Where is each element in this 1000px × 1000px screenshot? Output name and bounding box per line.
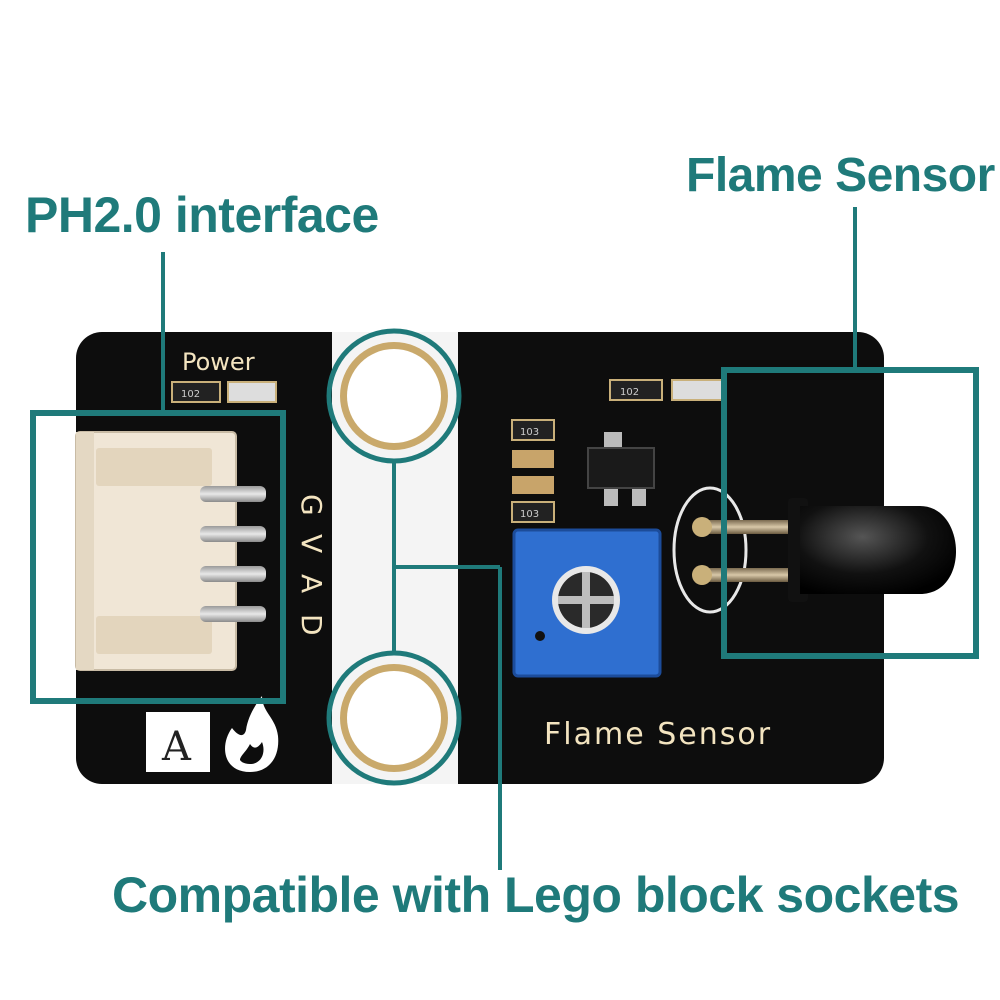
power-resistor: 102 [171,381,221,403]
pcb-board [76,332,884,784]
pin-label-v: V [295,534,328,553]
power-silkscreen: Power [182,348,255,376]
svg-text:103: 103 [520,509,539,520]
power-led [227,381,277,403]
svg-text:102: 102 [181,389,200,400]
lego-hole-bottom [340,664,448,772]
flame-sensor-callout-box [721,367,979,659]
flame-sensor-callout-label: Flame Sensor [686,149,995,202]
resistor-upper: 103 [511,419,555,441]
svg-text:102: 102 [620,387,639,398]
ir-flame-sensor [672,486,957,614]
pin-label-a: A [295,574,328,593]
ph20-callout-box [30,410,286,704]
svg-text:103: 103 [520,427,539,438]
potentiometer [512,528,662,678]
flame-sensor-silkscreen: Flame Sensor [544,717,772,752]
capacitor-2 [512,476,554,494]
resistor-lower: 103 [511,501,555,523]
module-type-letter: A [161,724,192,770]
pin-label-d: D [295,614,328,636]
comparator-chip [587,432,655,506]
pin-label-g: G [295,494,328,516]
lego-hole-top [340,342,448,450]
module-type-badge [146,712,210,772]
ph20-connector [75,431,237,671]
signal-led [671,379,725,401]
led-resistor: 102 [609,379,663,401]
connector-pins [200,486,266,622]
ph20-interface-label: PH2.0 interface [25,187,379,243]
flame-logo-icon [225,696,279,772]
lego-compat-label: Compatible with Lego block sockets [112,867,960,923]
capacitor-1 [512,450,554,468]
